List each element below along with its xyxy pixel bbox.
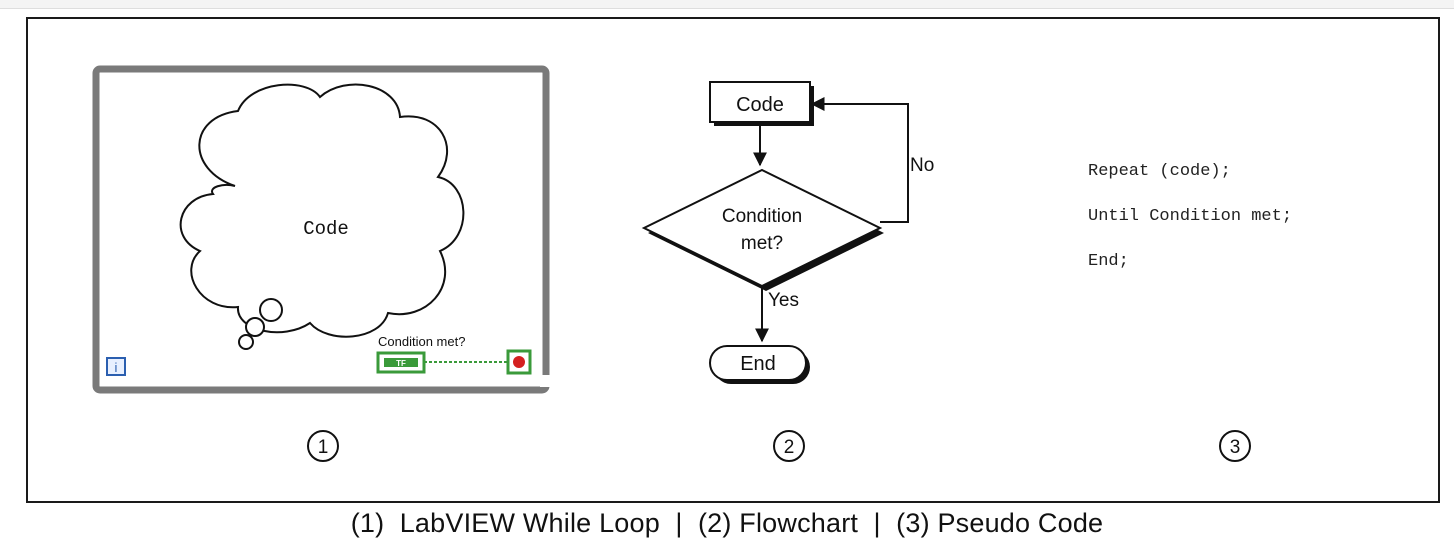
flowchart: Code Condition met? No Yes End [641,81,934,384]
yes-branch-label: Yes [768,290,799,311]
decision-label-line2: met? [741,233,783,254]
iteration-terminal-icon [106,357,126,376]
page-top-edge [0,0,1454,9]
pseudo-code-line-1: Repeat (code); [1088,162,1231,181]
flow-end-terminator [709,345,807,381]
caption-part-2: (2) Flowchart [697,508,859,538]
caption-part-1: (1) LabVIEW While Loop [350,508,660,538]
marker-1-label: 1 [318,437,329,458]
panel-marker-3: 3 [1219,430,1251,462]
caption-part-3: (3) Pseudo Code [896,508,1104,538]
figure-frame: Code i Condition met? TF Code [26,17,1440,503]
figure-canvas: Code i Condition met? TF Code [92,65,1292,462]
marker-2-label: 2 [784,437,795,458]
boolean-constant-fill [384,358,418,367]
panel-marker-1: 1 [307,430,339,462]
flow-end-label: End [740,353,776,375]
flow-decision-diamond [641,168,883,288]
thought-bubble-small [238,334,254,350]
marker-2-circle [773,430,805,462]
condition-terminal-label: Condition met? [378,334,465,349]
decision-label-line1: Condition [722,206,802,227]
caption-separator-2: | [858,508,897,538]
marker-3-circle [1219,430,1251,462]
cloud-code-label: Code [303,218,349,240]
thought-bubble-medium [245,317,265,337]
marker-3-label: 3 [1230,437,1241,458]
thought-bubble-large [259,298,283,322]
no-branch-label: No [910,155,934,176]
code-cloud-shape [179,83,465,338]
arrow-no-loop-back [810,97,909,223]
caption-separator-1: | [659,508,698,538]
flow-code-box [709,81,811,123]
labview-while-loop: Code i Condition met? TF [92,65,550,394]
boolean-constant-glyph: TF [396,359,406,368]
stop-terminal-dot [513,356,525,368]
flow-code-label: Code [736,94,784,116]
panel-marker-2: 2 [773,430,805,462]
pseudo-code-line-2: Until Condition met; [1088,207,1292,226]
iteration-terminal-glyph: i [115,360,118,375]
pseudo-code: Repeat (code); Until Condition met; End; [1088,162,1292,271]
figure-caption: (1) LabVIEW While Loop | (2) Flowchart |… [0,508,1454,539]
pseudo-code-line-3: End; [1088,252,1129,271]
loop-corner-notch [540,375,550,387]
marker-1-circle [307,430,339,462]
